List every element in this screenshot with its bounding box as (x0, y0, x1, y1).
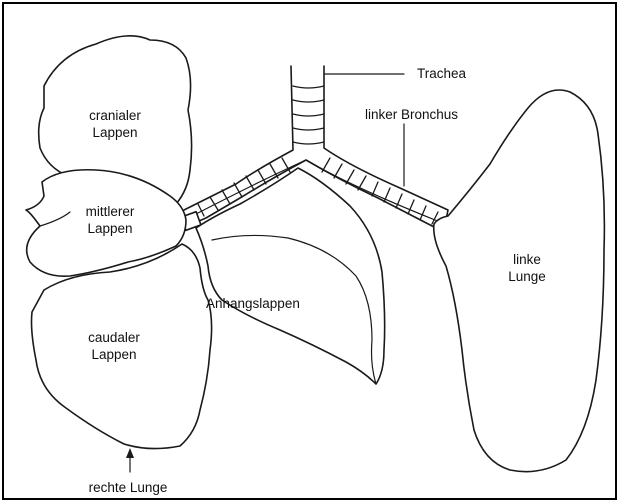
right-lung-arrowhead (126, 448, 134, 458)
left-bronchus-label: linker Bronchus (365, 107, 458, 122)
middle-lobe-label-line2: Lappen (87, 221, 132, 236)
accessory-lobe-label: Anhangslappen (206, 296, 300, 311)
cranial-lobe-label-line2: Lappen (92, 125, 137, 140)
cranial-lobe-label-line1: cranialer (89, 108, 141, 123)
caudal-lobe-label-line1: caudaler (88, 330, 140, 345)
left-lung-label-line2: Lunge (508, 269, 546, 284)
trachea-label: Trachea (417, 66, 467, 81)
caudal-lobe-label-line2: Lappen (91, 347, 136, 362)
middle-lobe-label-line1: mittlerer (86, 204, 135, 219)
right-lung-label: rechte Lunge (89, 480, 168, 495)
left-lung-label-line1: linke (513, 252, 541, 267)
right-lung (26, 36, 212, 449)
